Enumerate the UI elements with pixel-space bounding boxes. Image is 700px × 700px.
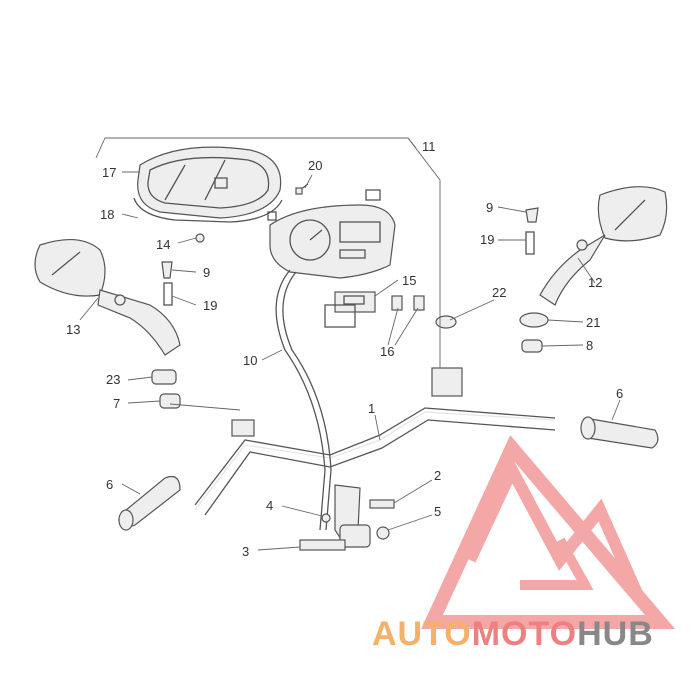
leader-lines (79, 171, 621, 551)
left-grip (118, 475, 181, 531)
watermark-text-moto: MOTO (471, 615, 578, 653)
watermark-wordmark: AUTOMOTOHUB (372, 615, 654, 655)
callout-18: 18 (100, 207, 114, 222)
group-bracket (95, 137, 441, 318)
callout-2: 2 (434, 468, 441, 483)
left-mirror (34, 238, 181, 356)
callout-15: 15 (402, 273, 416, 288)
callout-17: 17 (102, 165, 116, 180)
callout-5: 5 (434, 504, 441, 519)
callout-13: 13 (66, 322, 80, 337)
callout-8: 8 (586, 338, 593, 353)
callout-23: 23 (106, 372, 120, 387)
callout-12: 12 (588, 275, 602, 290)
right-grip (580, 416, 659, 449)
callout-1: 1 (368, 401, 375, 416)
callout-10: 10 (243, 353, 257, 368)
callout-14: 14 (156, 237, 170, 252)
callout-labels: 1 2 3 4 5 6 6 7 8 9 9 10 11 12 13 14 15 … (66, 139, 623, 559)
cable (275, 269, 332, 531)
callout-3: 3 (242, 544, 249, 559)
callout-11: 11 (422, 139, 436, 154)
callout-9-left: 9 (203, 265, 210, 280)
callout-21: 21 (586, 315, 600, 330)
watermark-text-hub: HUB (577, 615, 654, 653)
callout-9-right: 9 (486, 200, 493, 215)
callout-20: 20 (308, 158, 322, 173)
watermark-logo (421, 435, 676, 629)
meter-ring (133, 197, 283, 223)
handlebar (194, 367, 556, 516)
callout-7: 7 (113, 396, 120, 411)
callout-4: 4 (266, 498, 273, 513)
callout-19-right: 19 (480, 232, 494, 247)
right-mirror-hardware (435, 207, 549, 353)
clamp-bracket (299, 484, 395, 551)
callout-22: 22 (492, 285, 506, 300)
callout-6-left: 6 (106, 477, 113, 492)
meter-cover (137, 146, 282, 219)
callout-19-left: 19 (203, 298, 217, 313)
clips (391, 295, 425, 311)
callout-6-right: 6 (616, 386, 623, 401)
grommet (195, 233, 205, 243)
callout-16: 16 (380, 344, 394, 359)
switch-assembly (324, 291, 376, 328)
right-mirror (539, 186, 668, 306)
instrument-cluster (267, 189, 396, 279)
watermark-text-auto: AUTO (372, 615, 472, 653)
